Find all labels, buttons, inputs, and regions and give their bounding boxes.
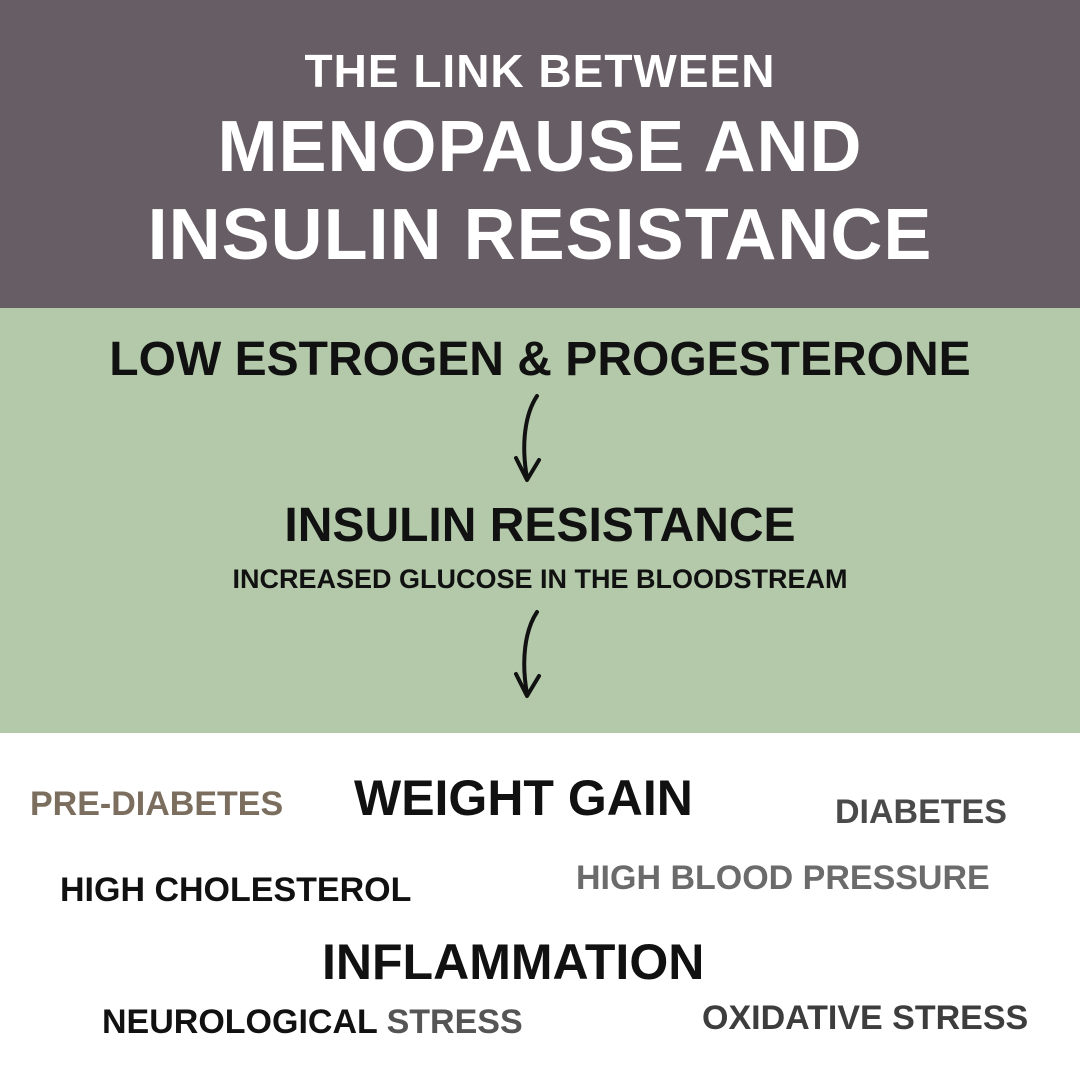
effect-pre-diabetes: PRE-DIABETES (30, 785, 284, 823)
pretitle: THE LINK BETWEEN (304, 45, 776, 97)
effect-weight-gain: WEIGHT GAIN (354, 770, 693, 826)
stress-word: STRESS (386, 1003, 523, 1041)
effect-inflammation: INFLAMMATION (322, 934, 705, 990)
cause-flow: LOW ESTROGEN & PROGESTERONE INSULIN RESI… (0, 308, 1080, 733)
result-detail: INCREASED GLUCOSE IN THE BLOODSTREAM (232, 564, 848, 594)
title-banner: THE LINK BETWEEN MENOPAUSE AND INSULIN R… (0, 0, 1080, 308)
title-line-2: INSULIN RESISTANCE (147, 195, 933, 275)
title-line-1: MENOPAUSE AND (217, 107, 863, 187)
neurological-word: NEUROLOGICAL (102, 1003, 378, 1041)
effect-high-blood-pressure: HIGH BLOOD PRESSURE (576, 859, 990, 897)
effect-neurological-stress: NEUROLOGICAL STRESS (102, 1003, 523, 1042)
effects-cloud: PRE-DIABETES WEIGHT GAIN DIABETES HIGH C… (0, 733, 1080, 1080)
cause-label: LOW ESTROGEN & PROGESTERONE (109, 333, 971, 386)
result-label: INSULIN RESISTANCE (284, 499, 796, 552)
curved-down-arrow-icon (514, 610, 541, 698)
effect-diabetes: DIABETES (835, 793, 1007, 831)
curved-down-arrow-icon (514, 394, 541, 482)
effect-oxidative-stress: OXIDATIVE STRESS (702, 999, 1029, 1037)
effect-high-cholesterol: HIGH CHOLESTEROL (60, 871, 412, 909)
